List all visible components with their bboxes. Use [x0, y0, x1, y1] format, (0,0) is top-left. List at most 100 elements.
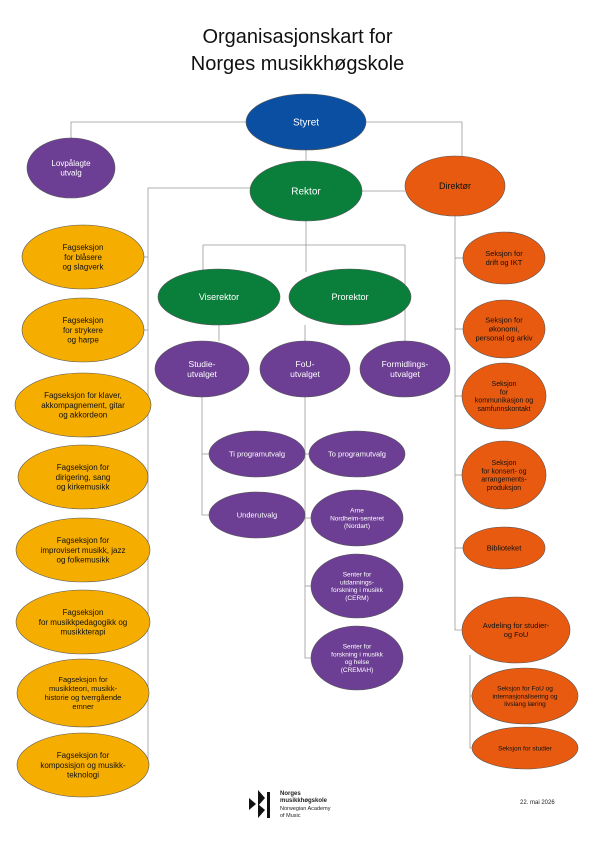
logo-name: Norges musikkhøgskole	[280, 791, 327, 805]
connector-line	[304, 397, 311, 659]
connector-line	[147, 187, 250, 765]
node-ellipse	[471, 667, 579, 725]
node-ellipse	[16, 658, 150, 728]
node-ellipse	[14, 372, 152, 438]
node-studieutvalget: Studie-utvalget	[154, 340, 250, 398]
node-label: for strykere	[63, 326, 104, 335]
node-ellipse	[16, 732, 150, 798]
node-ellipse	[471, 726, 579, 770]
node-ellipse	[461, 440, 547, 510]
node-fag-klaver: Fagseksjon for klaver,akkompagnement, gi…	[14, 372, 152, 438]
node-label: Arne	[350, 507, 364, 514]
node-label: produksjon	[487, 485, 521, 492]
node-label: Prorektor	[331, 292, 368, 302]
node-label: internasjonalisering og	[492, 693, 557, 700]
connector-line	[366, 121, 463, 160]
node-label: utvalget	[290, 369, 320, 379]
node-label: samfunnskontakt	[478, 406, 531, 413]
node-label: Studie-	[189, 359, 216, 369]
logo-name-line-2: musikkhøgskole	[280, 798, 328, 804]
connector-line	[454, 216, 462, 631]
node-label: komposisjon og musikk-	[40, 761, 126, 770]
node-ti-programutvalg: Ti programutvalg	[208, 430, 306, 478]
node-ellipse	[310, 553, 404, 619]
node-label: personal og arkiv	[475, 334, 532, 343]
node-label: utdannings-	[340, 579, 374, 586]
node-ellipse	[249, 160, 363, 222]
node-avd-studier-fou: Avdeling for studier-og FoU	[461, 596, 571, 664]
node-label: (CREMAH)	[341, 667, 374, 674]
node-prorektor: Prorektor	[288, 268, 412, 326]
node-label: Seksjon	[492, 460, 517, 467]
node-ellipse	[208, 491, 306, 539]
node-label: utvalget	[390, 369, 420, 379]
node-label: Rektor	[291, 187, 321, 198]
node-ellipse	[462, 299, 546, 359]
node-label: Fagseksjon for	[58, 675, 108, 684]
node-viserektor: Viserektor	[157, 268, 281, 326]
node-ellipse	[288, 268, 412, 326]
node-label: akkompagnement, gitar	[41, 401, 125, 410]
node-label: for musikkpedagogikk og	[39, 618, 128, 627]
connector-line	[469, 655, 472, 749]
node-label: Nordheim-senteret	[330, 515, 384, 522]
node-label: kommunikasjon og	[475, 398, 533, 405]
node-ellipse	[21, 297, 145, 363]
node-ellipse	[259, 340, 351, 398]
node-label: Fagseksjon for	[57, 463, 110, 472]
connector-line	[70, 121, 246, 140]
node-ellipse	[26, 137, 116, 199]
footer-date: 22. mai 2026	[520, 800, 555, 806]
node-label: Fagseksjon for klaver,	[44, 391, 122, 400]
node-label: (Nordart)	[344, 523, 370, 530]
node-fou-utvalget: FoU-utvalget	[259, 340, 351, 398]
chart-title-line-1: Organisasjonskart for	[202, 26, 393, 48]
node-ellipse	[462, 526, 546, 570]
node-rektor: Rektor	[249, 160, 363, 222]
node-ellipse	[461, 596, 571, 664]
logo-english-line-2: of Music	[280, 813, 301, 819]
node-underutvalg: Underutvalg	[208, 491, 306, 539]
node-label: Seksjon for	[485, 316, 523, 325]
node-label: forskning i musikk	[331, 651, 383, 658]
node-label: Fagseksjon for	[57, 751, 110, 760]
node-direktor: Direktør	[404, 155, 506, 217]
node-ellipse	[308, 430, 406, 478]
logo-mark-icon	[249, 790, 270, 818]
node-label: Biblioteket	[487, 544, 523, 553]
node-label: To programutvalg	[328, 450, 386, 459]
node-label: historie og tverrgående	[45, 693, 122, 702]
node-ellipse	[17, 444, 149, 510]
node-label: dirigering, sang	[56, 473, 111, 482]
node-label: musikkterapi	[61, 627, 106, 636]
node-label: musikkteori, musikk-	[49, 684, 117, 693]
node-to-programutvalg: To programutvalg	[308, 430, 406, 478]
node-ellipse	[21, 224, 145, 290]
logo-english-line-1: Norwegian Academy	[280, 806, 331, 812]
node-label: Viserektor	[199, 292, 239, 302]
logo-name-line-1: Norges	[280, 791, 301, 797]
node-ellipse	[359, 340, 451, 398]
node-label: økonomi,	[489, 325, 520, 334]
node-label: utvalg	[60, 169, 81, 178]
node-sek-studier: Seksjon for studier	[471, 726, 579, 770]
node-styret: Styret	[245, 93, 367, 151]
node-ellipse	[154, 340, 250, 398]
node-label: (CERM)	[345, 595, 368, 602]
node-label: Fagseksjon for	[57, 536, 110, 545]
node-label: Seksjon for FoU og	[497, 685, 553, 692]
chart-title-line-2: Norges musikkhøgskole	[190, 53, 405, 75]
connector-line	[201, 397, 209, 516]
node-label: og helse	[345, 659, 370, 666]
